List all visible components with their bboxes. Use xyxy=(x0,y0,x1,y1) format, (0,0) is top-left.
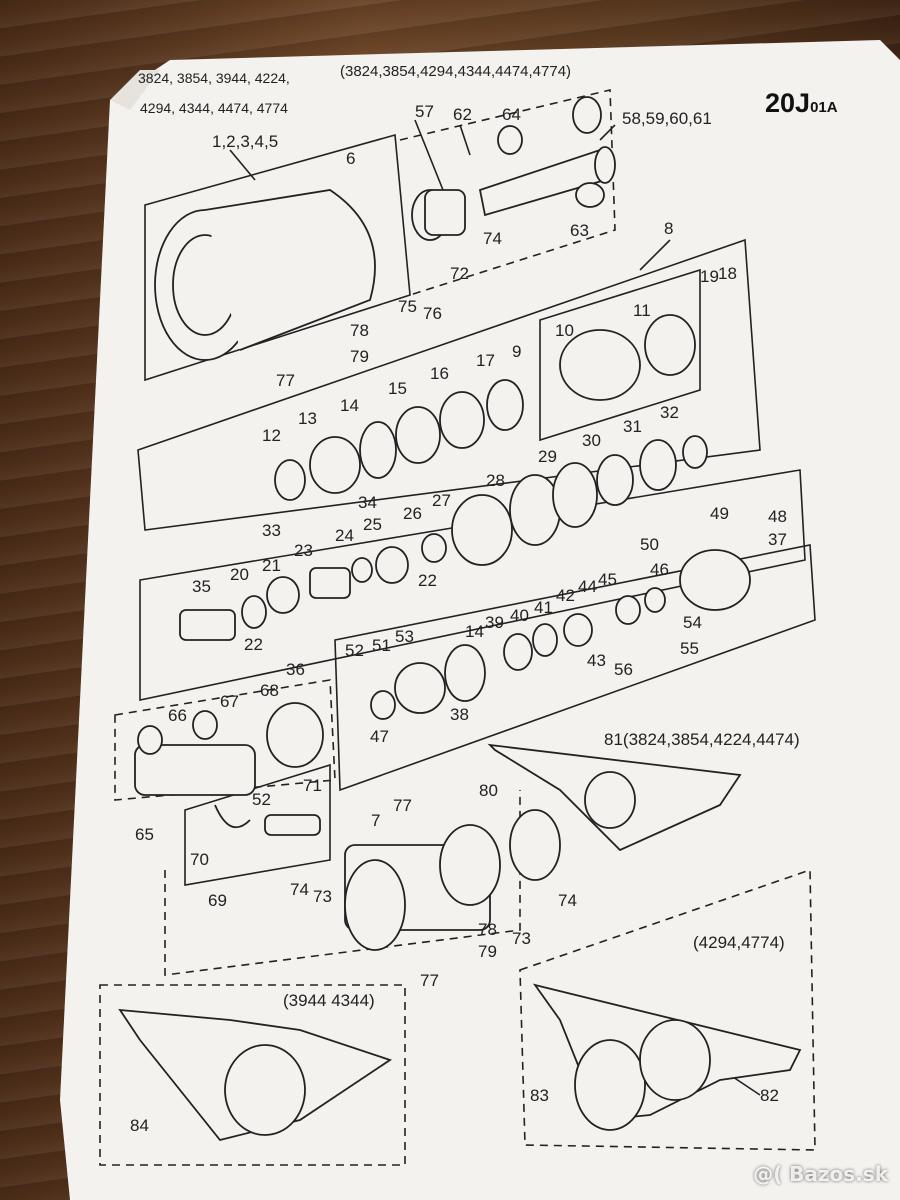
callout: 8 xyxy=(664,219,674,238)
callout: 58,59,60,61 xyxy=(622,109,712,128)
callout: 80 xyxy=(479,781,498,800)
callout: 64 xyxy=(502,105,521,124)
callout: 27 xyxy=(432,491,451,510)
callout: 52 xyxy=(345,641,364,660)
callout: 14 xyxy=(340,396,359,415)
callout: 34 xyxy=(358,493,377,512)
callout: 73 xyxy=(512,929,531,948)
callout: 54 xyxy=(683,613,702,632)
callout: 37 xyxy=(768,530,787,549)
callout: 16 xyxy=(430,364,449,383)
sheet-code-suffix: 01A xyxy=(810,99,838,116)
callout: 49 xyxy=(710,504,729,523)
sheet-code-main: 20J xyxy=(765,88,811,118)
callout: 67 xyxy=(220,692,239,711)
callout: 36 xyxy=(286,660,305,679)
callout: 7 xyxy=(371,811,381,830)
callout: 66 xyxy=(168,706,187,725)
callout: 9 xyxy=(512,342,522,361)
callout: 40 xyxy=(510,606,529,625)
callout: 52 xyxy=(252,790,271,809)
callout: 70 xyxy=(190,850,209,869)
callout: 74 xyxy=(290,880,309,899)
callout: 15 xyxy=(388,379,407,398)
callout: 77 xyxy=(276,371,295,390)
callout: 39 xyxy=(485,613,504,632)
callout: 38 xyxy=(450,705,469,724)
callout-81-variants: 81(3824,3854,4224,4474) xyxy=(604,730,800,749)
callout: 23 xyxy=(294,541,313,560)
callout: 56 xyxy=(614,660,633,679)
callout: 41 xyxy=(534,598,553,617)
callout: 6 xyxy=(346,149,356,168)
callout: 45 xyxy=(598,570,617,589)
callout: 68 xyxy=(260,681,279,700)
callout: 72 xyxy=(450,264,469,283)
callout: 78 xyxy=(478,920,497,939)
callout: 75 xyxy=(398,297,417,316)
callout: 31 xyxy=(623,417,642,436)
callout: 19 xyxy=(700,267,719,286)
callout: 47 xyxy=(370,727,389,746)
callout: 51 xyxy=(372,636,391,655)
callout: 53 xyxy=(395,627,414,646)
callout: 69 xyxy=(208,891,227,910)
variant-bottom-left: (3944 4344) xyxy=(283,991,375,1010)
callout: 77 xyxy=(420,971,439,990)
callout: 10 xyxy=(555,321,574,340)
callout: 24 xyxy=(335,526,354,545)
callout: 13 xyxy=(298,409,317,428)
callout: 20 xyxy=(230,565,249,584)
callout: 74 xyxy=(558,891,577,910)
variant-bottom-right: (4294,4774) xyxy=(693,933,785,952)
bazos-watermark: @( Bazos.sk xyxy=(753,1162,888,1186)
callout: 83 xyxy=(530,1086,549,1105)
header-models-line2: 4294, 4344, 4474, 4774 xyxy=(140,100,288,116)
callout: 33 xyxy=(262,521,281,540)
callout: 50 xyxy=(640,535,659,554)
callout: 22 xyxy=(244,635,263,654)
callout: 78 xyxy=(350,321,369,340)
callout: 44 xyxy=(578,577,597,596)
callout: 43 xyxy=(587,651,606,670)
callout: 18 xyxy=(718,264,737,283)
callout: 79 xyxy=(478,942,497,961)
callout: 42 xyxy=(556,586,575,605)
callout: 65 xyxy=(135,825,154,844)
callout: 55 xyxy=(680,639,699,658)
callout: 25 xyxy=(363,515,382,534)
callout: 77 xyxy=(393,796,412,815)
callout: 12 xyxy=(262,426,281,445)
callout: 21 xyxy=(262,556,281,575)
callout: 30 xyxy=(582,431,601,450)
callout: 84 xyxy=(130,1116,149,1135)
callout: 32 xyxy=(660,403,679,422)
callout: 73 xyxy=(313,887,332,906)
callout: 48 xyxy=(768,507,787,526)
callout: 57 xyxy=(415,102,434,121)
header-models-line1: 3824, 3854, 3944, 4224, xyxy=(138,70,290,86)
callout: 46 xyxy=(650,560,669,579)
header-group-variants: (3824,3854,4294,4344,4474,4774) xyxy=(340,63,572,80)
sheet-code: 20J01A xyxy=(765,88,838,119)
callout: 82 xyxy=(760,1086,779,1105)
callout: 71 xyxy=(303,776,322,795)
callout: 63 xyxy=(570,221,589,240)
callout: 76 xyxy=(423,304,442,323)
callout: 29 xyxy=(538,447,557,466)
callout: 28 xyxy=(486,471,505,490)
callout: 79 xyxy=(350,347,369,366)
callout: 17 xyxy=(476,351,495,370)
callout: 35 xyxy=(192,577,211,596)
callout: 62 xyxy=(453,105,472,124)
callout: 1,2,3,4,5 xyxy=(212,132,279,151)
callout: 26 xyxy=(403,504,422,523)
callout: 11 xyxy=(633,301,651,320)
callout: 74 xyxy=(483,229,502,248)
callout: 22 xyxy=(418,571,437,590)
callout: 14 xyxy=(465,622,484,641)
